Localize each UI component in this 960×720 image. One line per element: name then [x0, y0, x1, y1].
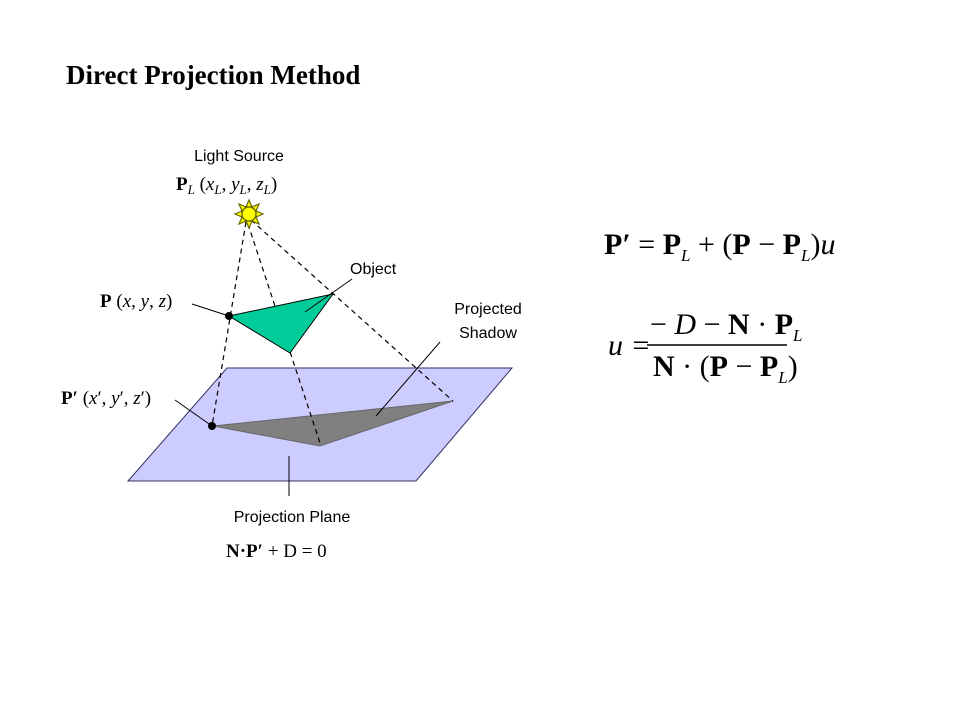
page-title: Direct Projection Method — [66, 60, 360, 90]
point-p-leader-line — [191, 303, 230, 317]
projected-shadow-label-line2: Shadow — [459, 325, 517, 342]
projected-shadow-label-line1: Projected — [454, 301, 522, 318]
eq2-lhs: u = — [608, 329, 651, 362]
eq2-numerator: − D − N · PL — [650, 308, 802, 345]
plane-equation: N·P′ + D = 0 — [226, 541, 327, 562]
ray-middle — [247, 223, 322, 447]
ray-left — [211, 221, 247, 427]
object-triangle — [227, 293, 335, 354]
ray-right — [250, 219, 454, 402]
point-p-prime-leader-line — [174, 399, 213, 427]
projection-rays — [211, 219, 454, 447]
eq1-text: P′ = PL + (P − PL)u — [604, 228, 835, 265]
projected-shadow — [212, 400, 454, 447]
point-p-prime-label: P′ (x′, y′, z′) — [61, 388, 151, 409]
point-p-label: P (x, y, z) — [100, 291, 172, 312]
light-source-point-label: PL (xL, yL, zL) — [176, 174, 277, 197]
object-leader-line — [304, 278, 353, 313]
eq2-denominator: N · (P − PL) — [653, 350, 798, 387]
shadow-leader-line — [375, 341, 441, 417]
point-p-prime-dot — [208, 422, 216, 430]
object-label: Object — [350, 261, 397, 278]
equation-parameter-u: u = − D − N · PL N · (P − PL) — [608, 308, 802, 387]
equation-projection: P′ = PL + (P − PL)u — [604, 228, 835, 265]
sun-icon — [233, 198, 265, 230]
light-source-label: Light Source — [194, 148, 284, 165]
projection-plane-label: Projection Plane — [234, 509, 351, 526]
point-p-dot — [225, 312, 233, 320]
